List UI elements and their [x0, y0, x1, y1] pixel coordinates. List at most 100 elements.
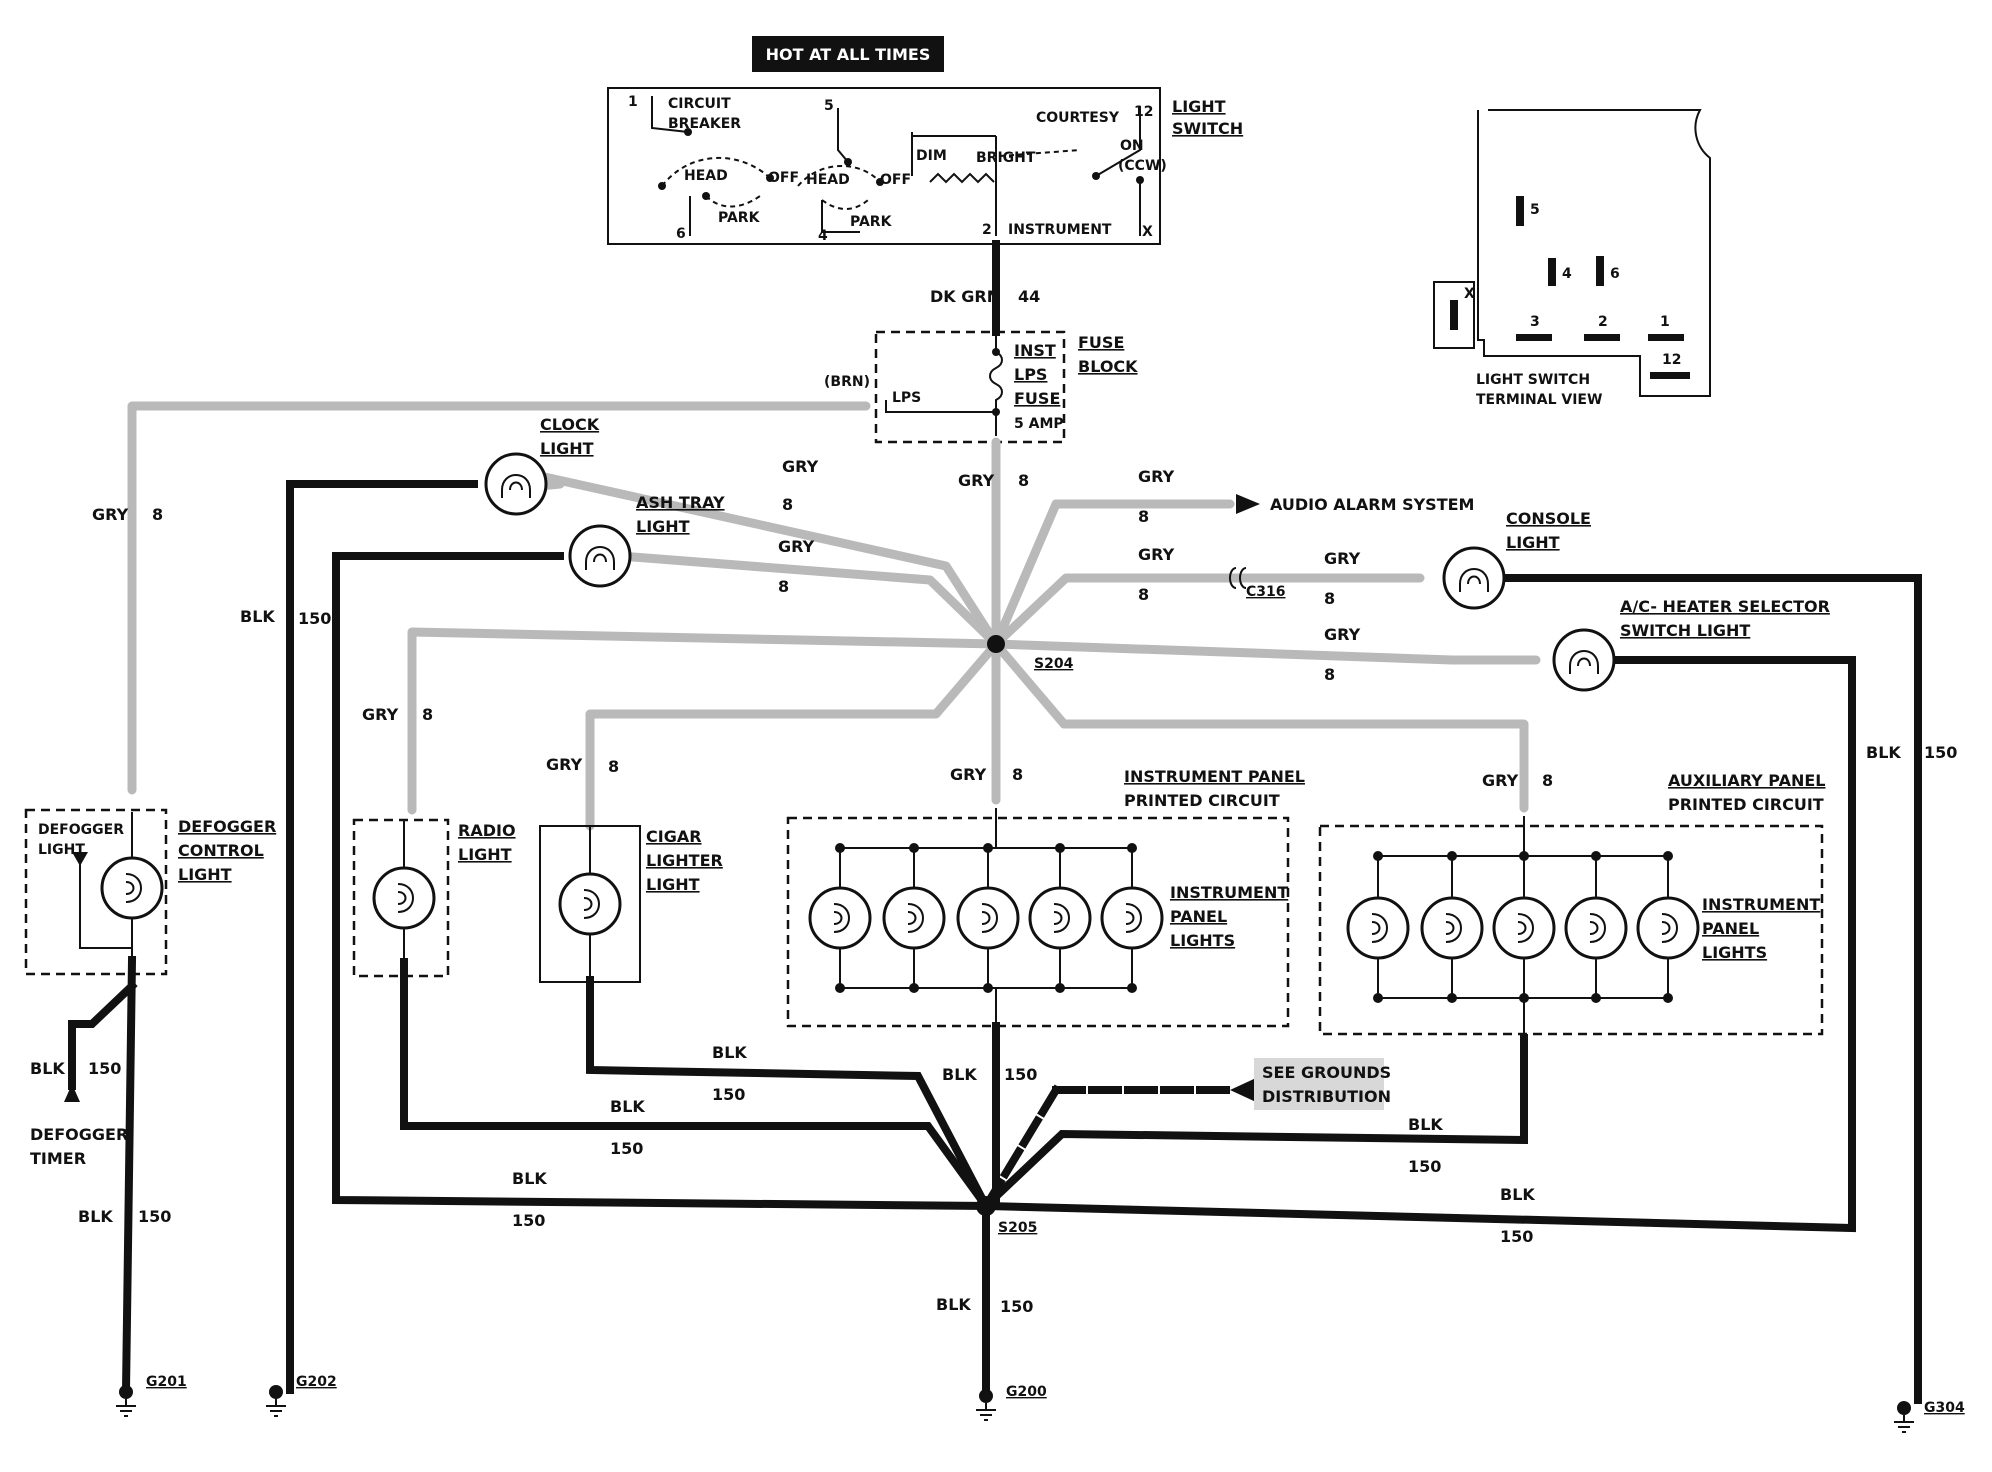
lbl-blk-11: BLK — [936, 1295, 971, 1314]
lbl-blk-8: BLK — [512, 1169, 547, 1188]
apl-label-1: INSTRUMENT — [1702, 895, 1820, 914]
grounds-label-2: DISTRIBUTION — [1262, 1087, 1391, 1106]
lbl-gry-1: GRY — [92, 505, 129, 524]
cigar-lighter-bulb — [558, 872, 622, 936]
lbl-150-10: 150 — [1500, 1227, 1533, 1246]
ground-g304 — [1893, 1400, 1915, 1433]
splice-s205 — [976, 1196, 996, 1216]
hot-at-all-times-box: HOT AT ALL TIMES — [752, 36, 944, 72]
tv-6: 6 — [1610, 266, 1620, 282]
lbl-gry-8: GRY — [1324, 625, 1361, 644]
lbl-150-4: 150 — [138, 1207, 171, 1226]
instrument-panel-lamp-3 — [956, 886, 1020, 950]
grounds-box — [1254, 1058, 1384, 1110]
lbl-8-5: 8 — [778, 577, 789, 596]
ipl-label-2: PANEL — [1170, 907, 1227, 926]
s204-label: S204 — [1034, 656, 1074, 672]
lbl-150-8: 150 — [512, 1211, 545, 1230]
ac-heater-light-bulb — [1552, 628, 1616, 692]
lbl-gry-10: GRY — [546, 755, 583, 774]
lbl-gry-11: GRY — [950, 765, 987, 784]
fuse-fuse: FUSE — [1014, 389, 1060, 408]
ac-heater-label-2: SWITCH LIGHT — [1620, 621, 1750, 640]
apc-label-1: AUXILIARY PANEL — [1668, 771, 1825, 790]
instrument-label: INSTRUMENT — [1008, 222, 1112, 238]
lbl-150-7: 150 — [1004, 1065, 1037, 1084]
tv-label-1: LIGHT SWITCH — [1476, 372, 1590, 388]
fuse-lps-small: LPS — [892, 390, 921, 406]
cigar-label-2: LIGHTER — [646, 851, 723, 870]
terminal-6: 6 — [676, 226, 686, 242]
lbl-150-2: 150 — [1924, 743, 1957, 762]
tv-12: 12 — [1662, 352, 1681, 368]
park-1: PARK — [718, 210, 761, 226]
on-label: ON — [1120, 138, 1144, 154]
lbl-8-9: 8 — [422, 705, 433, 724]
terminal-2: 2 — [982, 222, 992, 238]
timer-label-1: DEFOGGER — [30, 1125, 128, 1144]
ipc-label-2: PRINTED CIRCUIT — [1124, 791, 1280, 810]
black-wires — [68, 480, 1922, 1404]
ash-tray-label-1: ASH TRAY — [636, 493, 725, 512]
g202-label: G202 — [296, 1374, 337, 1390]
ground-g201 — [115, 1384, 137, 1417]
lbl-8-11: 8 — [1012, 765, 1023, 784]
terminal-5: 5 — [824, 98, 834, 114]
labels: GRY 8 CLOCK LIGHT GRY 8 GRY 8 GRY 8 AUDI… — [30, 415, 1965, 1416]
tv-x: X — [1464, 286, 1475, 302]
clock-light-bulb — [484, 452, 548, 516]
park-2: PARK — [850, 214, 893, 230]
fuse-title-2: BLOCK — [1078, 357, 1138, 376]
ccw-label: (CCW) — [1118, 158, 1167, 174]
instrument-panel-lamp-2 — [882, 886, 946, 950]
instrument-panel-lamp-5 — [1100, 886, 1164, 950]
light-switch-title-2: SWITCH — [1172, 119, 1243, 138]
apl-label-3: LIGHTS — [1702, 943, 1767, 962]
radio-label-1: RADIO — [458, 821, 516, 840]
radio-light-bulb — [372, 866, 436, 930]
light-switch-title-1: LIGHT — [1172, 97, 1226, 116]
lbl-gry-9: GRY — [362, 705, 399, 724]
defog-ctrl-1: DEFOGGER — [178, 817, 276, 836]
tv-2: 2 — [1598, 314, 1608, 330]
dk-grn-label: DK GRN — [930, 287, 1000, 306]
lbl-150-3: 150 — [88, 1059, 121, 1078]
bright-label: BRIGHT — [976, 150, 1036, 166]
lbl-gry-7: GRY — [1324, 549, 1361, 568]
console-light-bulb — [1442, 546, 1506, 610]
auxiliary-panel-lamp-5 — [1636, 896, 1700, 960]
ash-tray-label-2: LIGHT — [636, 517, 690, 536]
defogger-control-box — [24, 808, 168, 976]
lbl-blk-1: BLK — [240, 607, 275, 626]
g304-label: G304 — [1924, 1400, 1965, 1416]
lbl-150-1: 150 — [298, 609, 331, 628]
lbl-gry-2: GRY — [782, 457, 819, 476]
defog-label-2: LIGHT — [38, 842, 85, 858]
off-2: OFF — [880, 172, 911, 188]
lbl-blk-4: BLK — [78, 1207, 113, 1226]
defogger-timer-arrow — [64, 1084, 80, 1102]
c316-label: C316 — [1246, 584, 1286, 600]
lbl-gry-4: GRY — [1138, 467, 1175, 486]
fuse-block: DK GRN 44 FUSE BLOCK INST LPS FUSE 5 AMP… — [824, 240, 1138, 444]
auxiliary-panel-lamp-3 — [1492, 896, 1556, 960]
clock-label-1: CLOCK — [540, 415, 600, 434]
circuit-breaker-1: CIRCUIT — [668, 96, 731, 112]
splice-s204 — [987, 635, 1005, 653]
g200-label: G200 — [1006, 1384, 1047, 1400]
apl-label-2: PANEL — [1702, 919, 1759, 938]
lbl-blk-2: BLK — [1866, 743, 1901, 762]
courtesy-label: COURTESY — [1036, 110, 1120, 126]
fuse-inst: INST — [1014, 341, 1056, 360]
terminal-12: 12 — [1134, 104, 1153, 120]
terminal-x: X — [1142, 224, 1153, 240]
instrument-panel-lamp-4 — [1028, 886, 1092, 950]
lbl-8-12: 8 — [1542, 771, 1553, 790]
auxiliary-panel-lamp-4 — [1564, 896, 1628, 960]
lbl-8-4: 8 — [1138, 507, 1149, 526]
terminal-4: 4 — [818, 228, 828, 244]
tv-3: 3 — [1530, 314, 1540, 330]
light-switch: LIGHT SWITCH 1 CIRCUIT BREAKER HEAD OFF … — [607, 87, 1243, 245]
tv-1: 1 — [1660, 314, 1670, 330]
ash-tray-light-bulb — [568, 524, 632, 588]
